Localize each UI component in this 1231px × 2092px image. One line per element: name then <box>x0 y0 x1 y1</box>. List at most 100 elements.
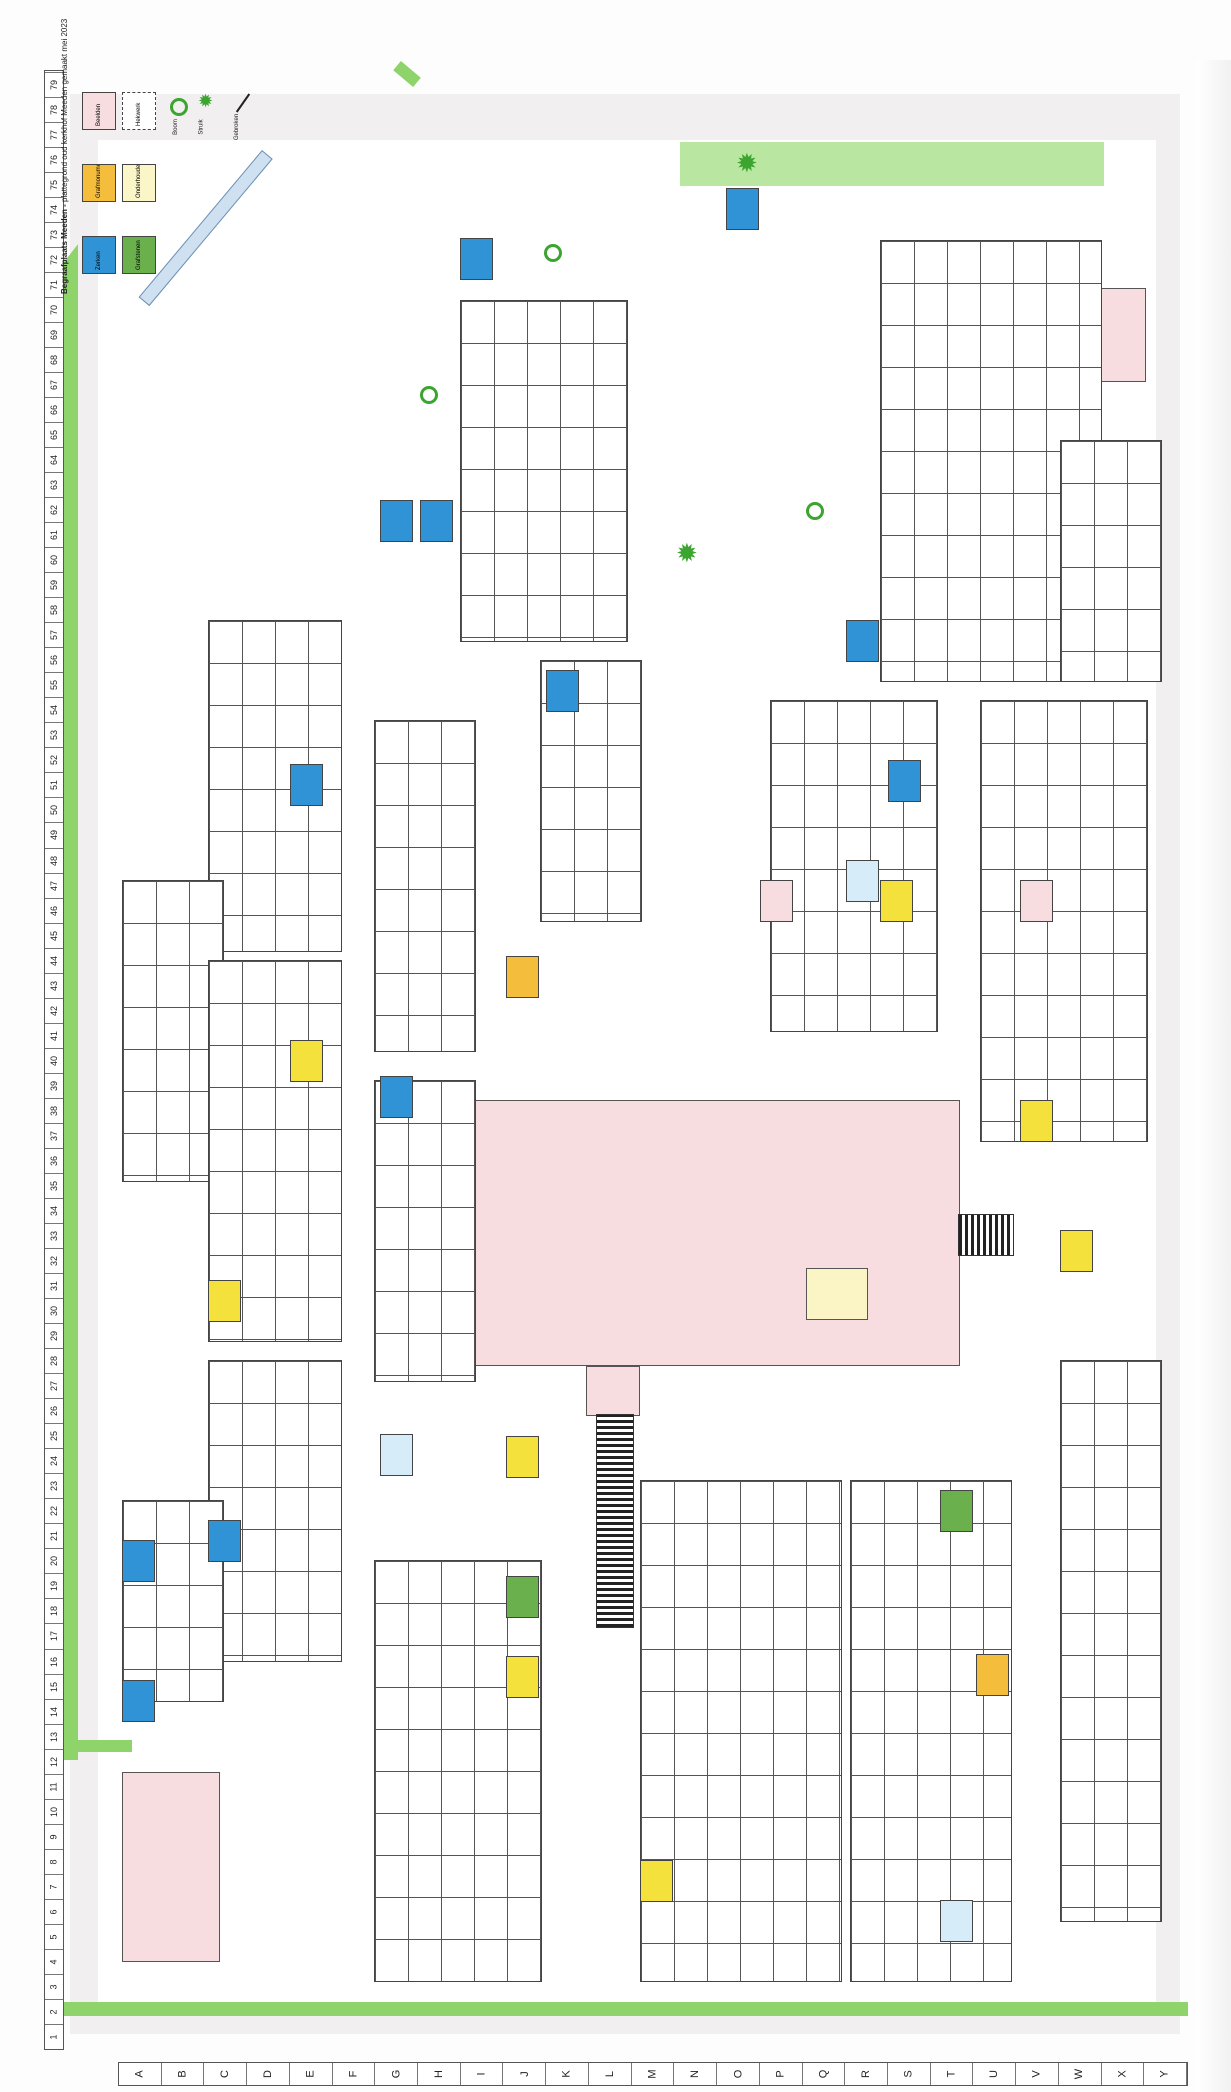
column-number: 34 <box>45 1197 63 1223</box>
legend-item-grafstenen: Grafstenen <box>122 236 156 274</box>
row-letter: S <box>888 2063 931 2085</box>
row-letter: Y <box>1144 2063 1187 2085</box>
column-number: 40 <box>45 1047 63 1073</box>
column-number: 79 <box>45 71 63 97</box>
church-memorial-block <box>806 1268 868 1320</box>
column-number: 12 <box>45 1748 63 1774</box>
column-number: 46 <box>45 897 63 923</box>
row-letter: D <box>247 2063 290 2085</box>
legend-symbol-label: Struik <box>198 119 205 135</box>
legend-broken-icon <box>235 93 251 113</box>
plot-monument <box>880 880 913 922</box>
map-subtitle: plattegrond oud kerkhof Meeden gemaakt m… <box>60 18 69 202</box>
column-number: 19 <box>45 1573 63 1598</box>
row-letter: J <box>503 2063 547 2085</box>
chapel-annex <box>586 1366 640 1416</box>
column-number: 14 <box>45 1698 63 1724</box>
column-number: 65 <box>45 421 63 447</box>
column-number: 67 <box>45 371 63 397</box>
column-number: 56 <box>45 647 63 672</box>
plot-group <box>208 960 342 1342</box>
plot-group <box>208 1360 342 1662</box>
column-number: 69 <box>45 321 63 347</box>
plot-pink <box>1020 880 1053 922</box>
plot-zerk <box>122 1680 155 1722</box>
legend-tree-icon: ✹ <box>198 91 214 111</box>
column-number: 28 <box>45 1348 63 1373</box>
plot-group <box>374 1080 476 1382</box>
column-number: 60 <box>45 547 63 572</box>
church-building <box>458 1100 960 1366</box>
plot-zerk <box>380 500 413 542</box>
row-letter: N <box>674 2063 718 2085</box>
row-letter: R <box>845 2063 888 2085</box>
column-number: 1 <box>45 2023 63 2049</box>
plot-light-blue <box>940 1900 973 1942</box>
column-number: 58 <box>45 597 63 622</box>
column-number: 6 <box>45 1898 63 1924</box>
row-letter: V <box>1016 2063 1059 2085</box>
column-number: 29 <box>45 1323 63 1348</box>
paper-edge <box>1196 60 1231 2092</box>
column-number: 73 <box>45 221 63 247</box>
shrub-icon <box>420 386 438 404</box>
row-letter: H <box>418 2063 461 2085</box>
plot-group <box>122 880 224 1182</box>
column-number: 54 <box>45 697 63 722</box>
column-number: 37 <box>45 1122 63 1148</box>
column-number: 25 <box>45 1423 63 1448</box>
column-number: 39 <box>45 1072 63 1098</box>
row-letter: O <box>717 2063 760 2085</box>
plot-zerk <box>846 620 879 662</box>
column-number: 55 <box>45 672 63 697</box>
column-number: 44 <box>45 947 63 973</box>
plot-monument <box>640 1860 673 1902</box>
column-number: 51 <box>45 772 63 797</box>
legend-item-grafmonument: Grafmonument <box>82 164 116 202</box>
plot-zerk <box>460 238 493 280</box>
column-number: 61 <box>45 522 63 547</box>
tree-icon: ✹ <box>736 148 758 178</box>
map-title: Begraafplaats Meeden <box>60 209 69 294</box>
outbuilding-southwest <box>122 1772 220 1962</box>
column-number: 77 <box>45 121 63 147</box>
plot-pink <box>760 880 793 922</box>
column-number: 68 <box>45 346 63 372</box>
column-number: 16 <box>45 1648 63 1674</box>
plot-monument <box>506 1436 539 1478</box>
column-number: 9 <box>45 1823 63 1849</box>
row-letter: K <box>546 2063 589 2085</box>
row-letter: I <box>461 2063 504 2085</box>
church-stairs-east <box>958 1214 1014 1256</box>
column-number: 4 <box>45 1948 63 1974</box>
column-number: 22 <box>45 1498 63 1523</box>
plot-group <box>1060 1360 1162 1922</box>
column-number: 32 <box>45 1248 63 1273</box>
column-number: 63 <box>45 472 63 497</box>
plot-group <box>980 700 1148 1142</box>
plot-zerk <box>290 764 323 806</box>
column-number: 3 <box>45 1973 63 1999</box>
column-number: 35 <box>45 1172 63 1198</box>
row-letter: M <box>632 2063 675 2085</box>
plot-group <box>850 1480 1012 1982</box>
column-number: 71 <box>45 271 63 297</box>
plot-zerk <box>888 760 921 802</box>
legend-item-hekwerk: Hekwerk <box>122 92 156 130</box>
plot-green <box>940 1490 973 1532</box>
plot-light-blue <box>846 860 879 902</box>
plot-zerk <box>726 188 759 230</box>
column-number: 24 <box>45 1448 63 1473</box>
plot-monument <box>1020 1100 1053 1142</box>
column-number: 23 <box>45 1473 63 1498</box>
hedge-top-right <box>680 142 1104 186</box>
plot-group <box>374 1560 542 1982</box>
legend-item-zerken: Zerken <box>82 236 116 274</box>
column-number: 2 <box>45 1998 63 2024</box>
row-letter: G <box>375 2063 419 2085</box>
plot-orange <box>976 1654 1009 1696</box>
column-number: 5 <box>45 1923 63 1949</box>
row-letter: B <box>162 2063 205 2085</box>
column-number: 41 <box>45 1022 63 1048</box>
